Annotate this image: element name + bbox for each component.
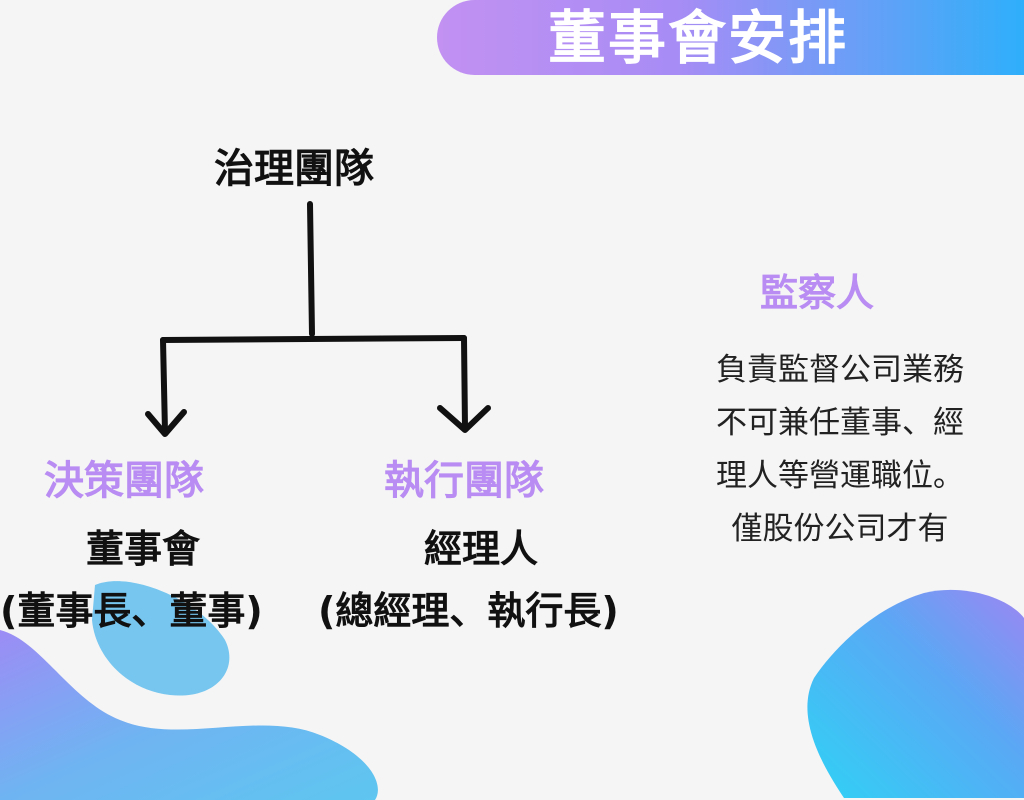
- page-title: 董事會安排: [548, 4, 849, 72]
- supervisor-description: 負責監督公司業務 不可兼任董事、經 理人等營運職位。 僅股份公司才有: [680, 344, 1000, 556]
- supervisor-heading: 監察人: [760, 271, 875, 315]
- branch-line: [160, 335, 467, 343]
- left-branch-line: [160, 337, 168, 435]
- decision-team-heading: 決策團隊: [44, 458, 204, 504]
- decorative-blob-bottom-right: [807, 589, 1024, 798]
- supervisor-description-line: 僅股份公司才有: [731, 511, 949, 547]
- supervisor-description-line: 理人等營運職位。: [716, 458, 964, 494]
- left-arrowhead: [145, 409, 187, 437]
- manager-label: 經理人: [424, 527, 539, 571]
- execution-team-heading: 執行團隊: [384, 458, 544, 504]
- manager-roles-label: (總經理、執行長): [318, 589, 619, 633]
- decorative-blob-bottom-left: [0, 581, 378, 800]
- root-node-label: 治理團隊: [214, 146, 374, 192]
- title-banner: [437, 0, 1024, 75]
- right-branch-line: [461, 335, 468, 431]
- root-stem-line: [307, 201, 315, 337]
- supervisor-description-line: 負責監督公司業務: [716, 352, 964, 388]
- board-label: 董事會: [86, 527, 201, 571]
- board-members-label: (董事長、董事): [0, 589, 263, 633]
- supervisor-description-line: 不可兼任董事、經: [716, 405, 964, 441]
- right-arrowhead: [437, 405, 491, 433]
